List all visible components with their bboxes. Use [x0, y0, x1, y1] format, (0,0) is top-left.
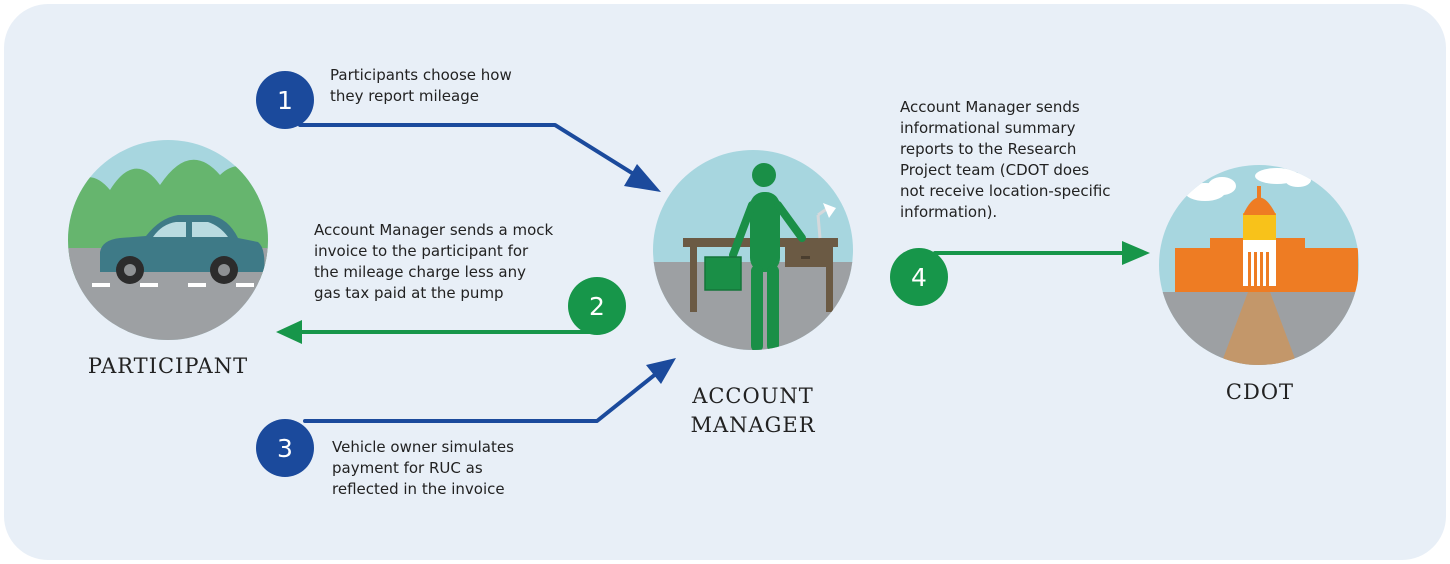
step-number-3: 3: [277, 434, 293, 463]
arrowhead-step-4: [1122, 241, 1150, 265]
road-dashes-icon: [92, 283, 254, 287]
person-icon: [729, 163, 806, 350]
arrowhead-step-1: [624, 164, 661, 192]
participant-illustration: [68, 140, 268, 340]
arrow-step-1: [298, 123, 642, 180]
step-3-description: Vehicle owner simulates payment for RUC …: [332, 438, 514, 498]
step-number-1: 1: [277, 86, 293, 115]
step-number-4: 4: [911, 263, 927, 292]
car-icon: [100, 215, 265, 284]
capitol-building-icon: [1175, 186, 1358, 292]
participant-label: PARTICIPANT: [87, 354, 249, 378]
step-badge-3: 3: [256, 419, 314, 477]
step-badge-2: 2: [568, 277, 626, 335]
cdot-label: CDOT: [1225, 380, 1295, 404]
arrowhead-step-2: [276, 320, 302, 344]
step-2-description: Account Manager sends a mock invoice to …: [314, 221, 554, 302]
step-badge-1: 1: [256, 71, 314, 129]
account-manager-illustration: [653, 150, 853, 350]
briefcase-icon: [704, 256, 742, 291]
arrow-step-3: [303, 371, 659, 423]
desk-lamp-icon: [816, 203, 836, 239]
step-4-description: Account Manager sends informational summ…: [900, 98, 1111, 221]
step-1-description: Participants choose how they report mile…: [330, 66, 512, 105]
account-manager-label: ACCOUNT MANAGER: [690, 384, 816, 437]
step-badge-4: 4: [890, 248, 948, 306]
arrowhead-step-3: [646, 358, 676, 384]
step-number-2: 2: [589, 292, 605, 321]
cdot-illustration: [1159, 165, 1359, 365]
